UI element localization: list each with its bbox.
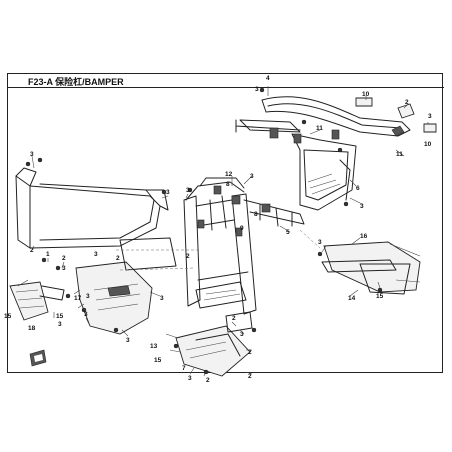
callout-labels: 4 3 10 2 3 11 10 11 6 3 12 3 8 3 8 5 9 3… <box>4 75 432 384</box>
callout-3: 3 <box>30 151 34 158</box>
front-bumper-frame <box>183 177 305 315</box>
callout-3: 3 <box>318 239 322 246</box>
callout-3: 3 <box>250 173 254 180</box>
callout-2: 2 <box>248 373 252 380</box>
callout-3: 3 <box>188 375 192 382</box>
callout-8: 8 <box>254 211 258 218</box>
callout-3: 3 <box>240 331 244 338</box>
callout-2: 2 <box>405 99 409 106</box>
callout-3: 3 <box>160 295 164 302</box>
callout-2: 2 <box>232 315 236 322</box>
callout-6: 6 <box>356 185 360 192</box>
callout-11: 11 <box>396 151 403 158</box>
callout-9: 9 <box>240 225 244 232</box>
callout-10: 10 <box>362 91 370 98</box>
callout-3: 3 <box>84 311 88 318</box>
callout-3: 3 <box>62 265 66 272</box>
callout-15: 15 <box>4 313 12 320</box>
view-direction-icon <box>29 349 47 367</box>
side-bracket <box>299 229 421 295</box>
callout-2: 2 <box>206 377 210 384</box>
callout-4: 4 <box>266 75 270 82</box>
callout-10: 10 <box>424 141 432 148</box>
callout-5: 5 <box>286 229 290 236</box>
callout-3: 3 <box>255 86 259 93</box>
title-bar: F23-A 保险杠/BAMPER <box>8 74 444 88</box>
callout-13: 13 <box>150 343 158 350</box>
callout-15: 15 <box>56 313 64 320</box>
callout-2: 2 <box>186 253 190 260</box>
lower-fascia <box>75 237 200 335</box>
fasteners <box>25 87 383 375</box>
callout-17: 17 <box>74 295 82 302</box>
callout-3: 3 <box>428 113 432 120</box>
callout-18: 18 <box>28 325 36 332</box>
callout-3: 3 <box>166 189 170 196</box>
callout-3: 3 <box>58 321 62 328</box>
callout-2: 2 <box>30 247 34 254</box>
callout-14: 14 <box>348 295 356 302</box>
skid-plate <box>175 311 253 377</box>
callout-3: 3 <box>94 251 98 258</box>
callout-3: 3 <box>86 293 90 300</box>
callout-7: 7 <box>182 365 186 372</box>
rear-bumper-bar <box>235 96 437 211</box>
front-tube-bumper <box>9 167 169 321</box>
callout-15: 15 <box>154 357 162 364</box>
callout-15: 15 <box>376 293 384 300</box>
callout-2: 2 <box>62 255 66 262</box>
callout-1: 1 <box>46 251 50 258</box>
callout-11: 11 <box>316 125 323 132</box>
callout-8: 8 <box>226 181 230 188</box>
callout-16: 16 <box>360 233 368 240</box>
callout-12: 12 <box>225 171 233 178</box>
callout-3: 3 <box>360 203 364 210</box>
leader-lines <box>17 86 429 377</box>
diagram-title: F23-A 保险杠/BAMPER <box>28 77 124 87</box>
callout-3: 3 <box>126 337 130 344</box>
callout-2: 2 <box>116 255 120 262</box>
callout-2: 2 <box>248 349 252 356</box>
callout-3: 3 <box>186 187 190 194</box>
